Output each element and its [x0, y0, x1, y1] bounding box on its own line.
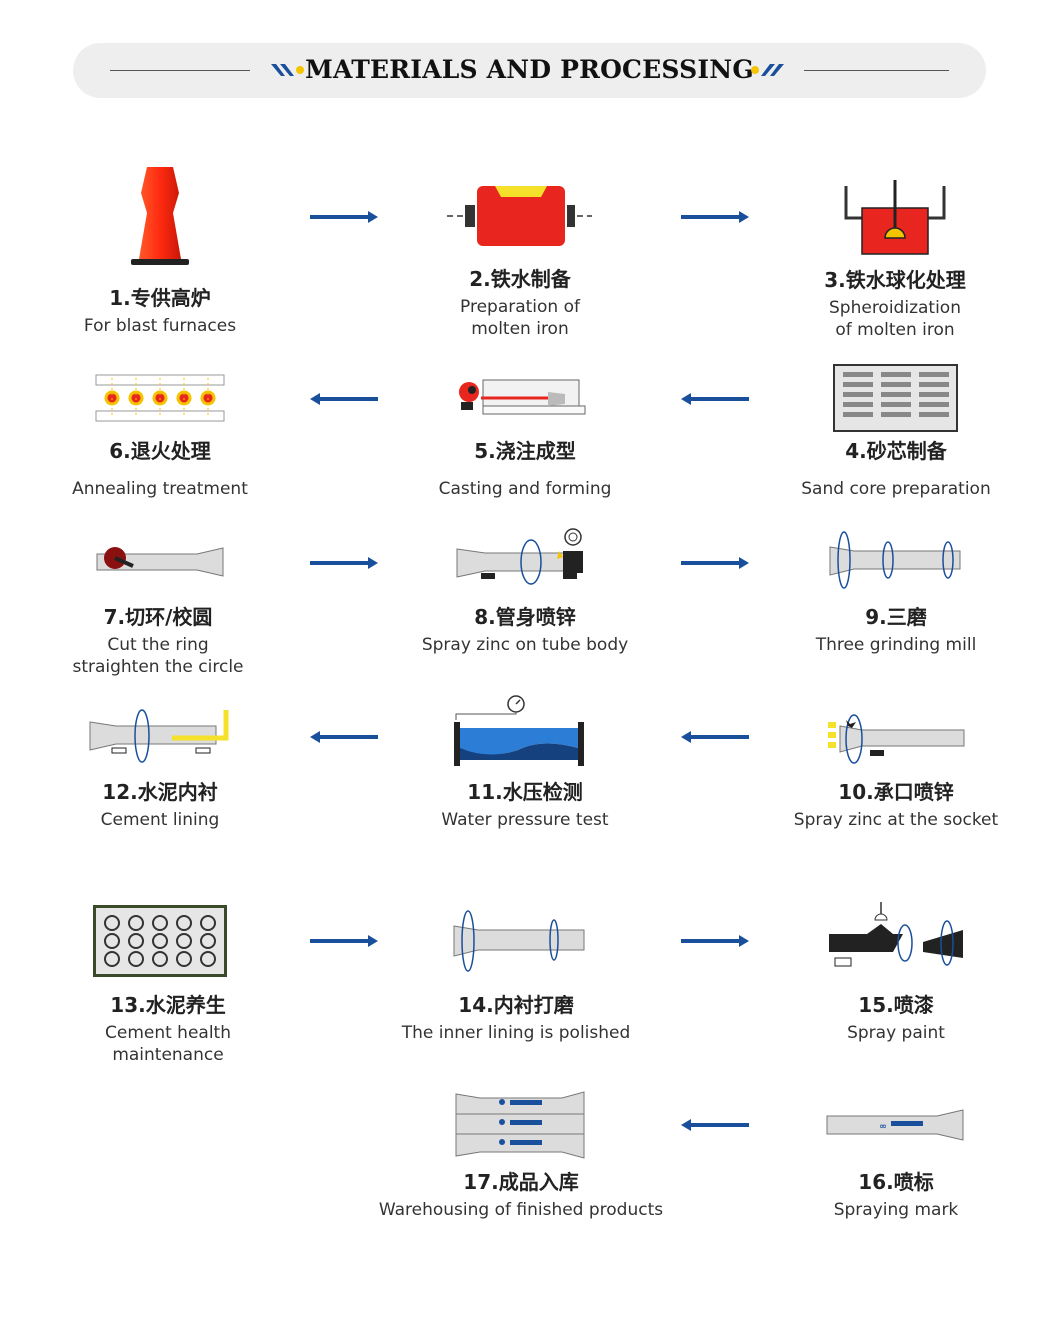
cut-ring-icon	[96, 547, 224, 577]
step-10: 10.承口喷锌 Spray zinc at the socket	[770, 779, 1022, 831]
step-title: 13.水泥养生	[110, 993, 226, 1017]
step-2: 2.铁水制备 Preparation of molten iron	[390, 266, 650, 340]
step-9: 9.三磨 Three grinding mill	[780, 604, 1012, 656]
step-description: Annealing treatment	[72, 479, 248, 499]
arrow-left-icon	[681, 1119, 749, 1131]
step-description: Warehousing of finished products	[378, 1200, 664, 1220]
step-17: 17.成品入库 Warehousing of finished products	[350, 1169, 692, 1221]
step-15: 15.喷漆 Spray paint	[780, 992, 1012, 1044]
blast-furnace-icon	[131, 167, 189, 265]
spray-mark-icon: ∞	[826, 1109, 964, 1141]
step-8: 8.管身喷锌 Spray zinc on tube body	[395, 604, 655, 656]
sand-core-icon	[833, 364, 958, 432]
pressure-test-icon	[454, 695, 584, 766]
step-title: 8.管身喷锌	[474, 605, 576, 629]
arrow-left-icon	[310, 731, 378, 743]
ladle-icon	[447, 186, 592, 246]
step-description: Spraying mark	[833, 1200, 959, 1220]
spray-paint-icon	[829, 902, 963, 967]
grinding-icon	[829, 531, 961, 589]
warehouse-icon	[455, 1091, 585, 1159]
arrow-right-icon	[310, 211, 378, 223]
step-description: Cut the ring straighten the circle	[72, 635, 244, 677]
step-description: Casting and forming	[438, 479, 612, 499]
step-1: 1.专供高炉 For blast furnaces	[40, 285, 280, 337]
step-title: 11.水压检测	[467, 780, 583, 804]
step-14: 14.内衬打磨 The inner lining is polished	[385, 992, 647, 1044]
step-description: Cement lining	[100, 810, 220, 830]
arrow-right-icon	[681, 935, 749, 947]
decorative-chevron-icon	[751, 64, 784, 76]
step-6: 6.退火处理 Annealing treatment	[40, 438, 280, 500]
step-title: 9.三磨	[865, 605, 927, 629]
cement-curing-icon	[93, 905, 227, 977]
step-description: Spheroidization of molten iron	[829, 298, 961, 340]
step-title: 5.浇注成型	[474, 439, 576, 463]
step-title: 4.砂芯制备	[845, 439, 947, 463]
step-description: For blast furnaces	[83, 316, 237, 336]
casting-machine-icon	[459, 379, 586, 415]
step-description: Sand core preparation	[801, 479, 991, 499]
arrow-left-icon	[681, 393, 749, 405]
cement-lining-icon	[89, 709, 229, 763]
step-title: 1.专供高炉	[109, 286, 211, 310]
step-description: Spray paint	[847, 1023, 945, 1043]
lining-polish-icon	[453, 910, 585, 972]
zinc-spray-icon	[456, 528, 583, 585]
step-16: 16.喷标 Spraying mark	[780, 1169, 1012, 1221]
step-13: 13.水泥养生 Cement health maintenance	[48, 992, 288, 1066]
step-title: 14.内衬打磨	[458, 993, 574, 1017]
step-title: 6.退火处理	[109, 439, 211, 463]
annealing-icon	[95, 374, 225, 422]
section-header: MATERIALS AND PROCESSING	[73, 43, 986, 98]
arrow-right-icon	[681, 557, 749, 569]
step-3: 3.铁水球化处理 Spheroidization of molten iron	[770, 267, 1020, 341]
step-description: Spray zinc on tube body	[421, 635, 629, 655]
step-description: Three grinding mill	[815, 635, 977, 655]
step-title: 7.切环/校圆	[103, 605, 213, 629]
step-title: 2.铁水制备	[469, 267, 571, 291]
header-line-right	[804, 70, 949, 71]
step-title: 10.承口喷锌	[838, 780, 954, 804]
spheroidization-icon	[844, 180, 946, 255]
decorative-chevron-icon	[271, 64, 304, 76]
arrow-right-icon	[310, 935, 378, 947]
step-title: 15.喷漆	[858, 993, 934, 1017]
step-7: 7.切环/校圆 Cut the ring straighten the circ…	[38, 604, 278, 678]
arrow-right-icon	[681, 211, 749, 223]
step-4: 4.砂芯制备 Sand core preparation	[780, 438, 1012, 500]
svg-text:∞: ∞	[879, 1122, 887, 1132]
step-description: Water pressure test	[441, 810, 609, 830]
step-11: 11.水压检测 Water pressure test	[405, 779, 645, 831]
arrow-left-icon	[681, 731, 749, 743]
step-title: 3.铁水球化处理	[824, 268, 966, 292]
step-description: Cement health maintenance	[104, 1023, 231, 1065]
step-description: Spray zinc at the socket	[793, 810, 999, 830]
step-title: 17.成品入库	[463, 1170, 579, 1194]
step-description: Preparation of molten iron	[460, 297, 580, 339]
step-12: 12.水泥内衬 Cement lining	[40, 779, 280, 831]
step-description: The inner lining is polished	[401, 1023, 631, 1043]
page-title: MATERIALS AND PROCESSING	[305, 55, 754, 84]
step-title: 12.水泥内衬	[102, 780, 218, 804]
socket-zinc-icon	[828, 714, 965, 764]
step-5: 5.浇注成型 Casting and forming	[405, 438, 645, 500]
arrow-right-icon	[310, 557, 378, 569]
step-title: 16.喷标	[858, 1170, 934, 1194]
arrow-left-icon	[310, 393, 378, 405]
header-line-left	[110, 70, 250, 71]
